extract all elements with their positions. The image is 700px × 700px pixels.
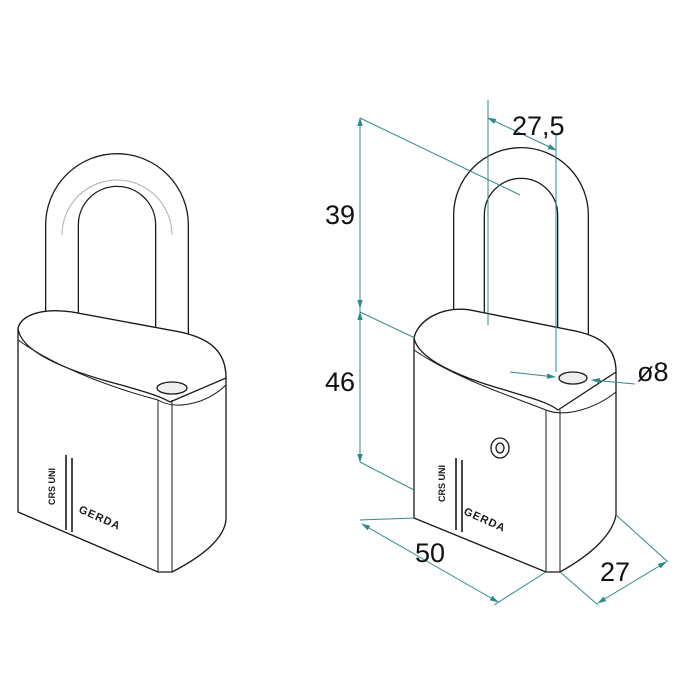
right-padlock-body: CRS UNI GERDA: [413, 308, 617, 573]
right-shackle-hole-rear: [558, 371, 588, 385]
body-width-extension-left: [359, 517, 415, 521]
left-model-label: CRS UNI: [47, 468, 57, 505]
body-bottom-extension: [359, 461, 415, 491]
body-depth-extension-right: [615, 514, 669, 563]
body-width-dimension: [361, 523, 499, 603]
body-top-extension: [359, 311, 416, 339]
body-height-label: 46: [325, 367, 355, 397]
right-padlock-view: CRS UNI GERDA: [325, 100, 669, 606]
left-padlock-body: CRS UNI GERDA: [17, 310, 227, 573]
left-padlock-view: CRS UNI GERDA: [17, 153, 227, 573]
diameter-leader-left: [509, 371, 556, 379]
body-depth-dimension: [597, 561, 667, 604]
right-model-label: CRS UNI: [437, 465, 447, 502]
diameter-leader-right: [591, 378, 636, 385]
body-depth-label: 27: [600, 557, 630, 587]
shackle-top-extension: [359, 117, 521, 196]
shackle-diameter-label: ø8: [637, 357, 669, 387]
shackle-width-dimension: [487, 117, 557, 151]
body-depth-extension-left: [559, 571, 599, 606]
body-width-label: 50: [415, 538, 445, 568]
shackle-height-label: 39: [325, 200, 355, 230]
left-shackle-hole-rear: [156, 381, 188, 395]
shackle-width-label: 27,5: [512, 111, 565, 141]
body-width-extension-right: [493, 571, 547, 606]
dimension-lines: [357, 100, 669, 606]
key-hole-inner: [495, 442, 505, 454]
